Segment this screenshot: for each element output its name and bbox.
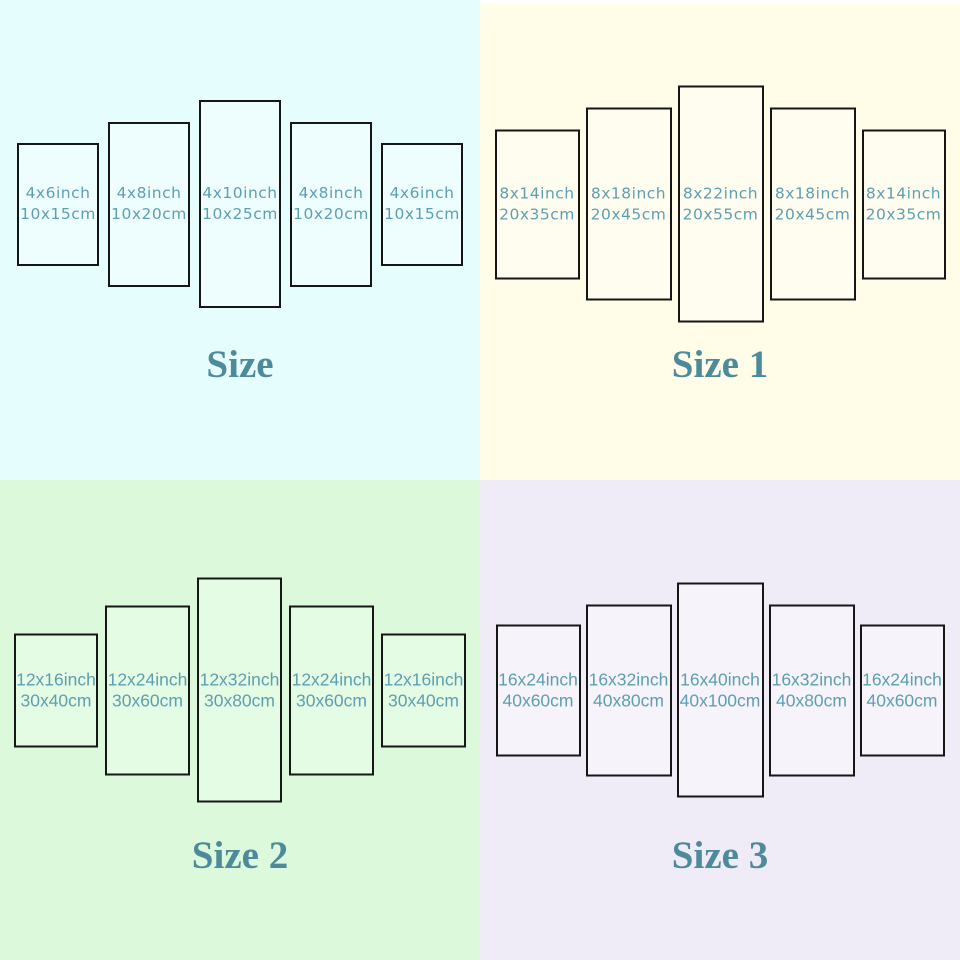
panel-row: 8x14inch 20x35cm 8x18inch 20x45cm 8x22in… — [480, 85, 960, 323]
panel-label-cm: 10x20cm — [293, 205, 369, 223]
panel-label-inch: 16x40inch — [680, 669, 760, 689]
panel-label-inch: 4x10inch — [202, 184, 278, 202]
size-panel: 16x24inch 40x60cm — [859, 624, 945, 756]
size-panel: 8x14inch 20x35cm — [861, 129, 946, 279]
panel-label-cm: 20x45cm — [774, 205, 851, 223]
panel-label-inch: 4x6inch — [25, 184, 91, 202]
panel-label-inch: 4x8inch — [116, 184, 182, 202]
panel-label-inch: 12x16inch — [16, 669, 96, 689]
panel-label-cm: 30x60cm — [111, 690, 183, 710]
quadrant-size-2: 12x16inch 30x40cm 12x24inch 30x60cm 12x3… — [0, 480, 480, 960]
size-panel: 4x6inch 10x15cm — [381, 142, 463, 266]
panel-label-cm: 30x40cm — [387, 690, 459, 710]
panel-label-inch: 12x24inch — [107, 669, 188, 689]
panel-label-cm: 20x55cm — [682, 205, 759, 223]
panel-label-inch: 4x6inch — [389, 184, 455, 202]
panel-label-cm: 40x80cm — [775, 690, 847, 710]
size-panel: 12x16inch 30x40cm — [14, 633, 98, 747]
panel-label-cm: 10x15cm — [384, 205, 460, 223]
panel-label-inch: 12x16inch — [383, 669, 464, 689]
size-panel: 12x32inch 30x80cm — [197, 577, 282, 803]
quadrant-size: 4x6inch 10x15cm 4x8inch 10x20cm 4x10inch… — [0, 0, 480, 480]
quadrant-title: Size 2 — [191, 834, 289, 877]
panel-label-inch: 4x8inch — [298, 184, 364, 202]
quadrant-size-1: 8x14inch 20x35cm 8x18inch 20x45cm 8x22in… — [480, 0, 960, 480]
panel-label-inch: 12x24inch — [291, 669, 372, 689]
panel-label-cm: 10x25cm — [202, 205, 278, 223]
size-panel: 8x22inch 20x55cm — [677, 85, 764, 323]
size-panel: 8x18inch 20x45cm — [585, 107, 672, 301]
panel-label-cm: 20x35cm — [865, 205, 942, 223]
panel-label-inch: 16x24inch — [498, 669, 578, 689]
panel-label-cm: 30x80cm — [203, 690, 275, 710]
size-panel: 4x10inch 10x25cm — [199, 100, 281, 308]
panel-label-cm: 40x80cm — [592, 690, 664, 710]
quadrant-title: Size 3 — [671, 834, 769, 877]
size-panel: 16x32inch 40x80cm — [768, 604, 855, 776]
panel-label-inch: 8x14inch — [865, 184, 942, 202]
panel-label-cm: 40x60cm — [502, 690, 574, 710]
quadrant-title: Size 1 — [671, 343, 769, 386]
panel-row: 12x16inch 30x40cm 12x24inch 30x60cm 12x3… — [0, 577, 480, 803]
quadrant-size-3: 16x24inch 40x60cm 16x32inch 40x80cm 16x4… — [480, 480, 960, 960]
panel-row: 16x24inch 40x60cm 16x32inch 40x80cm 16x4… — [480, 582, 960, 798]
size-panel: 12x24inch 30x60cm — [105, 605, 190, 775]
panel-label-inch: 8x22inch — [682, 184, 759, 202]
quadrant-title: Size — [206, 343, 274, 386]
size-panel: 8x18inch 20x45cm — [769, 107, 856, 301]
panel-label-cm: 40x100cm — [679, 690, 761, 710]
size-panel: 16x24inch 40x60cm — [495, 624, 581, 756]
panel-label-inch: 16x32inch — [771, 669, 852, 689]
size-panel: 4x8inch 10x20cm — [108, 121, 190, 287]
panel-label-cm: 30x60cm — [295, 690, 367, 710]
panel-label-cm: 20x35cm — [499, 205, 575, 223]
size-panel: 16x32inch 40x80cm — [585, 604, 672, 776]
panel-label-cm: 20x45cm — [590, 205, 667, 223]
size-panel: 12x24inch 30x60cm — [289, 605, 374, 775]
size-panel: 16x40inch 40x100cm — [676, 582, 764, 798]
size-panel: 4x8inch 10x20cm — [290, 121, 372, 287]
panel-label-cm: 10x20cm — [111, 205, 187, 223]
top-edge-strip — [480, 0, 960, 3]
panel-row: 4x6inch 10x15cm 4x8inch 10x20cm 4x10inch… — [0, 100, 480, 308]
panel-label-inch: 16x32inch — [588, 669, 669, 689]
panel-label-cm: 40x60cm — [866, 690, 938, 710]
panel-label-cm: 30x40cm — [20, 690, 92, 710]
size-panel: 8x14inch 20x35cm — [494, 129, 580, 279]
panel-label-inch: 8x18inch — [774, 184, 851, 202]
panel-label-cm: 10x15cm — [20, 205, 96, 223]
panel-label-inch: 8x14inch — [499, 184, 575, 202]
size-panel: 12x16inch 30x40cm — [381, 633, 466, 747]
panel-label-inch: 12x32inch — [199, 669, 280, 689]
panel-label-inch: 16x24inch — [862, 669, 942, 689]
panel-label-inch: 8x18inch — [590, 184, 667, 202]
size-panel: 4x6inch 10x15cm — [17, 142, 99, 266]
